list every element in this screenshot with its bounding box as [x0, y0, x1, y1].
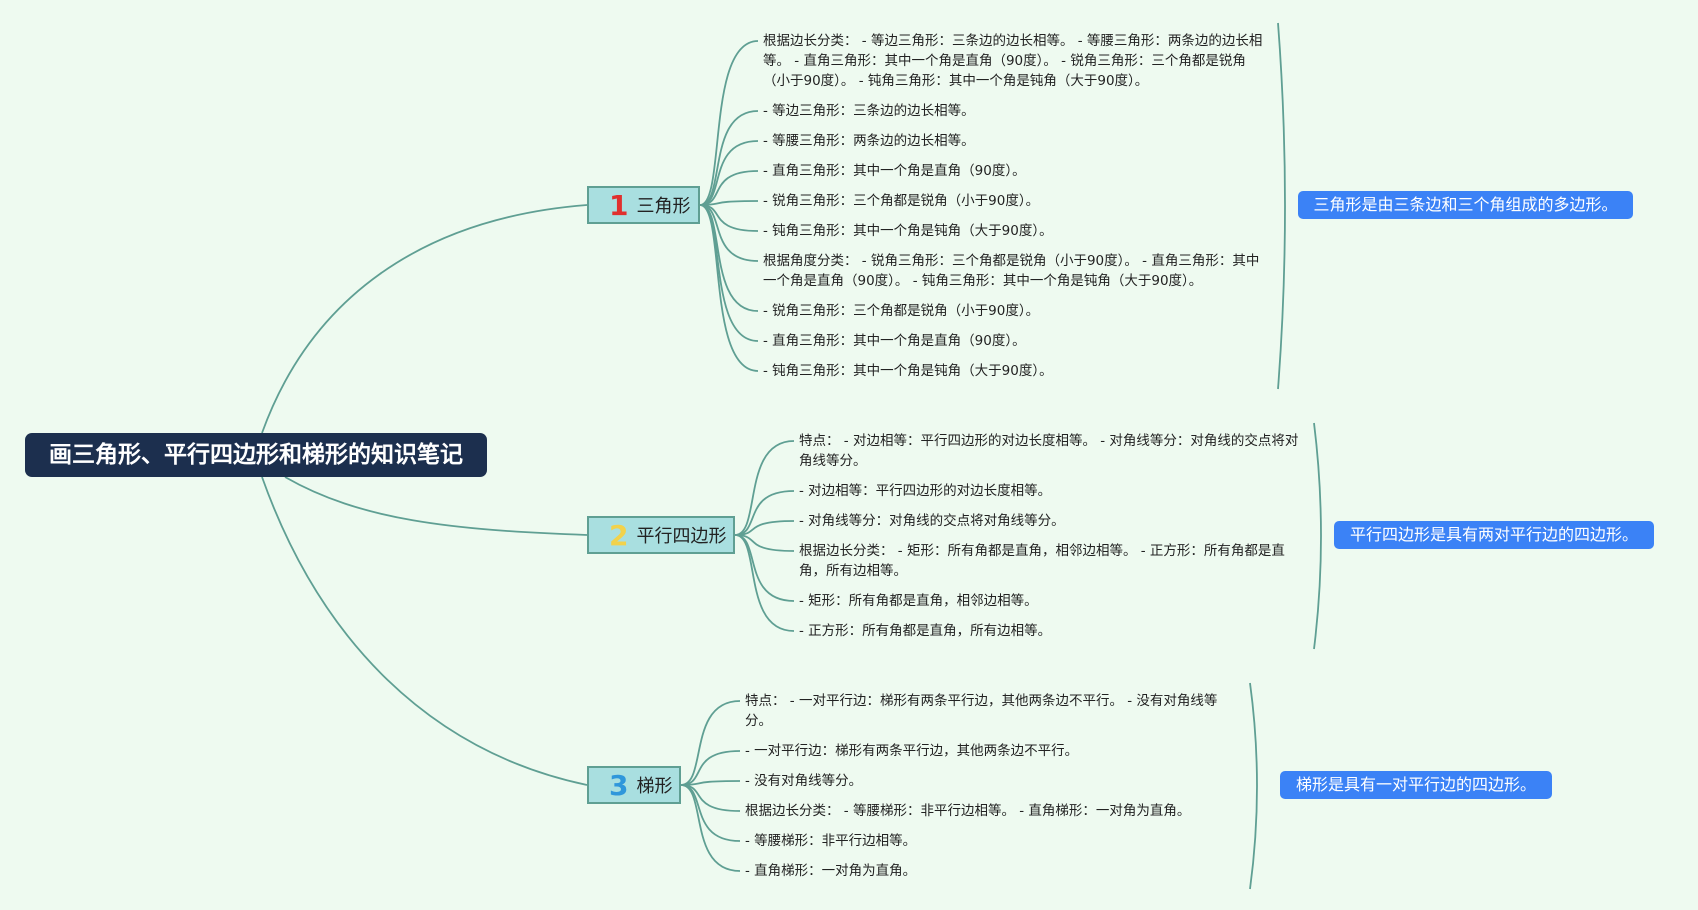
summary-brace-line — [1313, 422, 1322, 650]
leaf-link-line — [734, 534, 795, 552]
leaf-link-line — [734, 440, 795, 536]
branch-label: 梯形 — [636, 776, 673, 797]
leaf-link-line — [680, 784, 741, 842]
leaf-link-line — [699, 40, 759, 206]
leaf-link-line — [734, 534, 795, 602]
leaf-topic[interactable]: - 等边三角形：三条边的边长相等。 — [763, 103, 975, 119]
summary-badge[interactable]: 梯形是具有一对平行边的四边形。 — [1280, 771, 1552, 799]
branch-number-icon: 2 — [609, 518, 629, 552]
branch-label: 三角形 — [636, 196, 691, 217]
leaf-topic[interactable]: - 直角三角形：其中一个角是直角（90度）。 — [763, 333, 1026, 349]
leaf-link-line — [680, 700, 741, 786]
branch-trapezoid[interactable]: 3 梯形 — [587, 766, 681, 804]
summary-badge[interactable]: 三角形是由三条边和三个角组成的多边形。 — [1298, 191, 1633, 219]
leaf-link-line — [734, 490, 795, 536]
summary-brace-line — [1249, 682, 1258, 890]
leaf-topic[interactable]: - 等腰梯形：非平行边相等。 — [745, 833, 917, 849]
root-link-line — [284, 476, 588, 536]
leaf-link-line — [734, 520, 795, 536]
summary-badge[interactable]: 平行四边形是具有两对平行边的四边形。 — [1334, 521, 1654, 549]
leaf-topic[interactable]: - 钝角三角形：其中一个角是钝角（大于90度）。 — [763, 223, 1053, 239]
leaf-link-line — [699, 204, 759, 262]
leaf-topic[interactable]: - 等腰三角形：两条边的边长相等。 — [763, 133, 975, 149]
leaf-topic[interactable]: 特点： - 一对平行边：梯形有两条平行边，其他两条边不平行。 - 没有对角线等分… — [745, 693, 1218, 729]
leaf-link-line — [699, 204, 759, 312]
leaf-topic[interactable]: - 对边相等：平行四边形的对边长度相等。 — [799, 483, 1052, 499]
branch-number-icon: 3 — [609, 768, 629, 802]
leaf-link-line — [699, 140, 759, 206]
leaf-link-line — [699, 110, 759, 206]
leaf-link-line — [680, 784, 741, 872]
branch-parallelogram[interactable]: 2 平行四边形 — [587, 516, 735, 554]
leaf-link-line — [680, 780, 741, 786]
branch-number-icon: 1 — [609, 188, 629, 222]
summary-brace-line — [1277, 22, 1286, 390]
leaf-topic[interactable]: - 钝角三角形：其中一个角是钝角（大于90度）。 — [763, 363, 1053, 379]
leaf-link-line — [699, 204, 759, 372]
leaf-topic[interactable]: - 正方形：所有角都是直角，所有边相等。 — [799, 623, 1052, 639]
leaf-topic[interactable]: 特点： - 对边相等：平行四边形的对边长度相等。 - 对角线等分：对角线的交点将… — [799, 433, 1299, 469]
leaf-topic[interactable]: 根据边长分类： - 矩形：所有角都是直角，相邻边相等。 - 正方形：所有角都是直… — [799, 543, 1285, 579]
leaf-topic[interactable]: 根据角度分类： - 锐角三角形：三个角都是锐角（小于90度）。 - 直角三角形：… — [763, 253, 1260, 289]
leaf-topic[interactable]: - 直角梯形：一对角为直角。 — [745, 863, 917, 879]
root-link-line — [261, 476, 588, 786]
root-link-line — [261, 204, 588, 434]
leaf-link-line — [734, 534, 795, 632]
leaf-link-line — [680, 750, 741, 786]
leaf-topic[interactable]: - 矩形：所有角都是直角，相邻边相等。 — [799, 593, 1038, 609]
leaf-topic[interactable]: - 锐角三角形：三个角都是锐角（小于90度）。 — [763, 193, 1040, 209]
leaf-topic[interactable]: - 没有对角线等分。 — [745, 773, 863, 789]
root-topic[interactable]: 画三角形、平行四边形和梯形的知识笔记 — [25, 433, 487, 477]
leaf-topic[interactable]: - 锐角三角形：三个角都是锐角（小于90度）。 — [763, 303, 1040, 319]
branch-triangle[interactable]: 1 三角形 — [587, 186, 700, 224]
leaf-topic[interactable]: 根据边长分类： - 等边三角形：三条边的边长相等。 - 等腰三角形：两条边的边长… — [763, 33, 1263, 89]
leaf-topic[interactable]: 根据边长分类： - 等腰梯形：非平行边相等。 - 直角梯形：一对角为直角。 — [745, 803, 1191, 819]
leaf-link-line — [699, 170, 759, 206]
branch-label: 平行四边形 — [636, 526, 727, 547]
leaf-topic[interactable]: - 一对平行边：梯形有两条平行边，其他两条边不平行。 — [745, 743, 1079, 759]
leaf-topic[interactable]: - 对角线等分：对角线的交点将对角线等分。 — [799, 513, 1065, 529]
leaf-topic[interactable]: - 直角三角形：其中一个角是直角（90度）。 — [763, 163, 1026, 179]
